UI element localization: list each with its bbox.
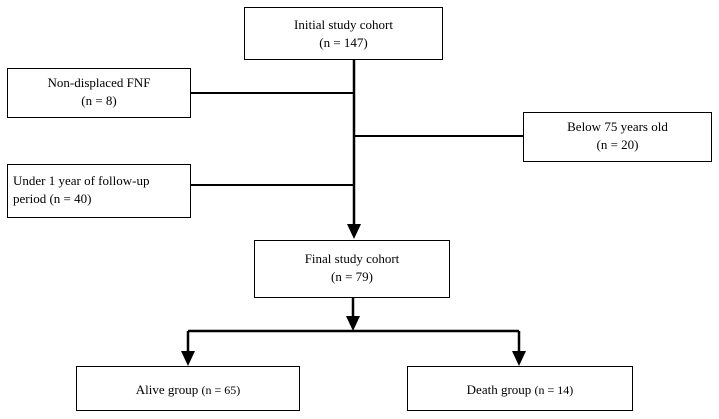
final-cohort-box: Final study cohort (n = 79) xyxy=(254,240,450,298)
below-75-title: Below 75 years old xyxy=(567,119,668,134)
non-displaced-box: Non-displaced FNF (n = 8) xyxy=(7,68,191,118)
alive-group-box: Alive group (n = 65) xyxy=(76,366,300,411)
non-displaced-title: Non-displaced FNF xyxy=(47,75,151,90)
initial-cohort-count: (n = 147) xyxy=(319,35,368,50)
main-trunk-arrowhead xyxy=(347,224,361,239)
death-group-count: (n = 14) xyxy=(534,383,574,397)
below-75-count: (n = 20) xyxy=(596,137,639,152)
initial-cohort-title: Initial study cohort xyxy=(294,17,393,32)
under-1-year-box: Under 1 year of follow-up period (n = 40… xyxy=(7,164,191,218)
branch-death-arrowhead xyxy=(512,351,526,366)
non-displaced-count: (n = 8) xyxy=(81,93,117,108)
death-group-title: Death group xyxy=(466,382,532,397)
alive-group-title: Alive group xyxy=(135,382,199,397)
below-75-box: Below 75 years old (n = 20) xyxy=(523,112,712,162)
final-cohort-count: (n = 79) xyxy=(331,269,373,284)
under-1-year-line2: period (n = 40) xyxy=(13,191,92,206)
alive-group-count: (n = 65) xyxy=(201,383,241,397)
split-stem-arrowhead xyxy=(346,316,360,331)
death-group-box: Death group (n = 14) xyxy=(407,366,633,411)
under-1-year-line1: Under 1 year of follow-up xyxy=(13,173,150,188)
initial-cohort-box: Initial study cohort (n = 147) xyxy=(244,7,443,60)
branch-alive-arrowhead xyxy=(181,351,195,366)
final-cohort-title: Final study cohort xyxy=(304,251,400,266)
